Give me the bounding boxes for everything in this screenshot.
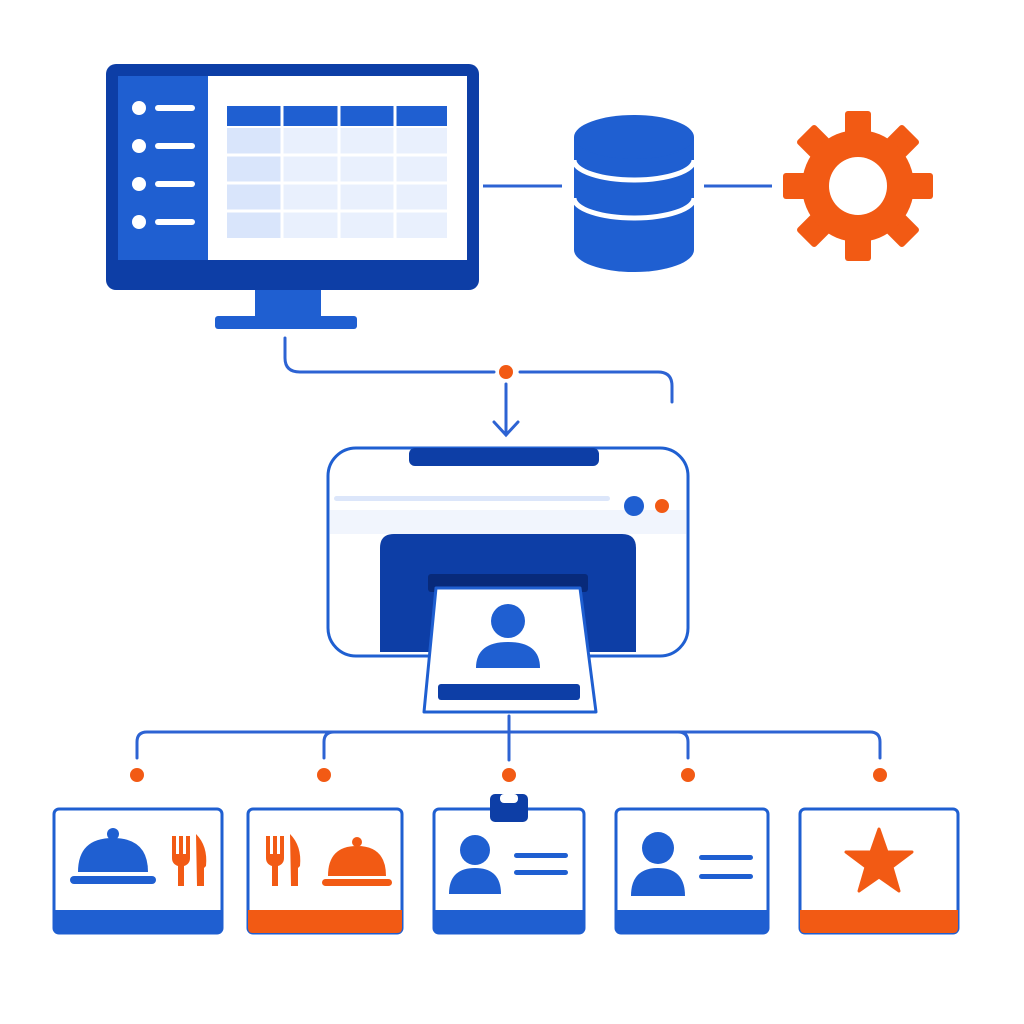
badge-clip-icon	[490, 794, 528, 822]
connector-printer-cards	[135, 714, 882, 762]
cloche-icon	[322, 837, 392, 886]
cutlery-icon	[266, 834, 301, 886]
cutlery-icon	[172, 834, 207, 886]
text-lines-icon	[699, 855, 753, 879]
card-dining-blue	[52, 807, 224, 935]
branch-node-dots	[130, 768, 887, 782]
card-printer-icon	[326, 446, 690, 658]
card-star	[798, 807, 960, 935]
monitor-icon	[106, 64, 479, 329]
printer-button-orange	[655, 499, 669, 513]
printed-id-card-icon	[422, 586, 598, 714]
connector-monitor-printer	[283, 336, 674, 438]
cloche-icon	[70, 828, 156, 884]
card-dining-orange	[246, 807, 404, 935]
gear-icon	[783, 111, 933, 261]
user-avatar-icon	[631, 832, 685, 896]
monitor-sidebar-items	[132, 101, 195, 229]
monitor-data-table	[227, 106, 447, 238]
user-avatar-icon	[449, 835, 501, 894]
star-icon	[844, 827, 914, 893]
connector-node-dot	[499, 365, 513, 379]
printer-button-blue	[624, 496, 644, 516]
card-id-badge	[432, 794, 586, 935]
database-icon	[571, 115, 697, 272]
card-user-profile	[614, 807, 770, 935]
text-lines-icon	[514, 853, 568, 875]
